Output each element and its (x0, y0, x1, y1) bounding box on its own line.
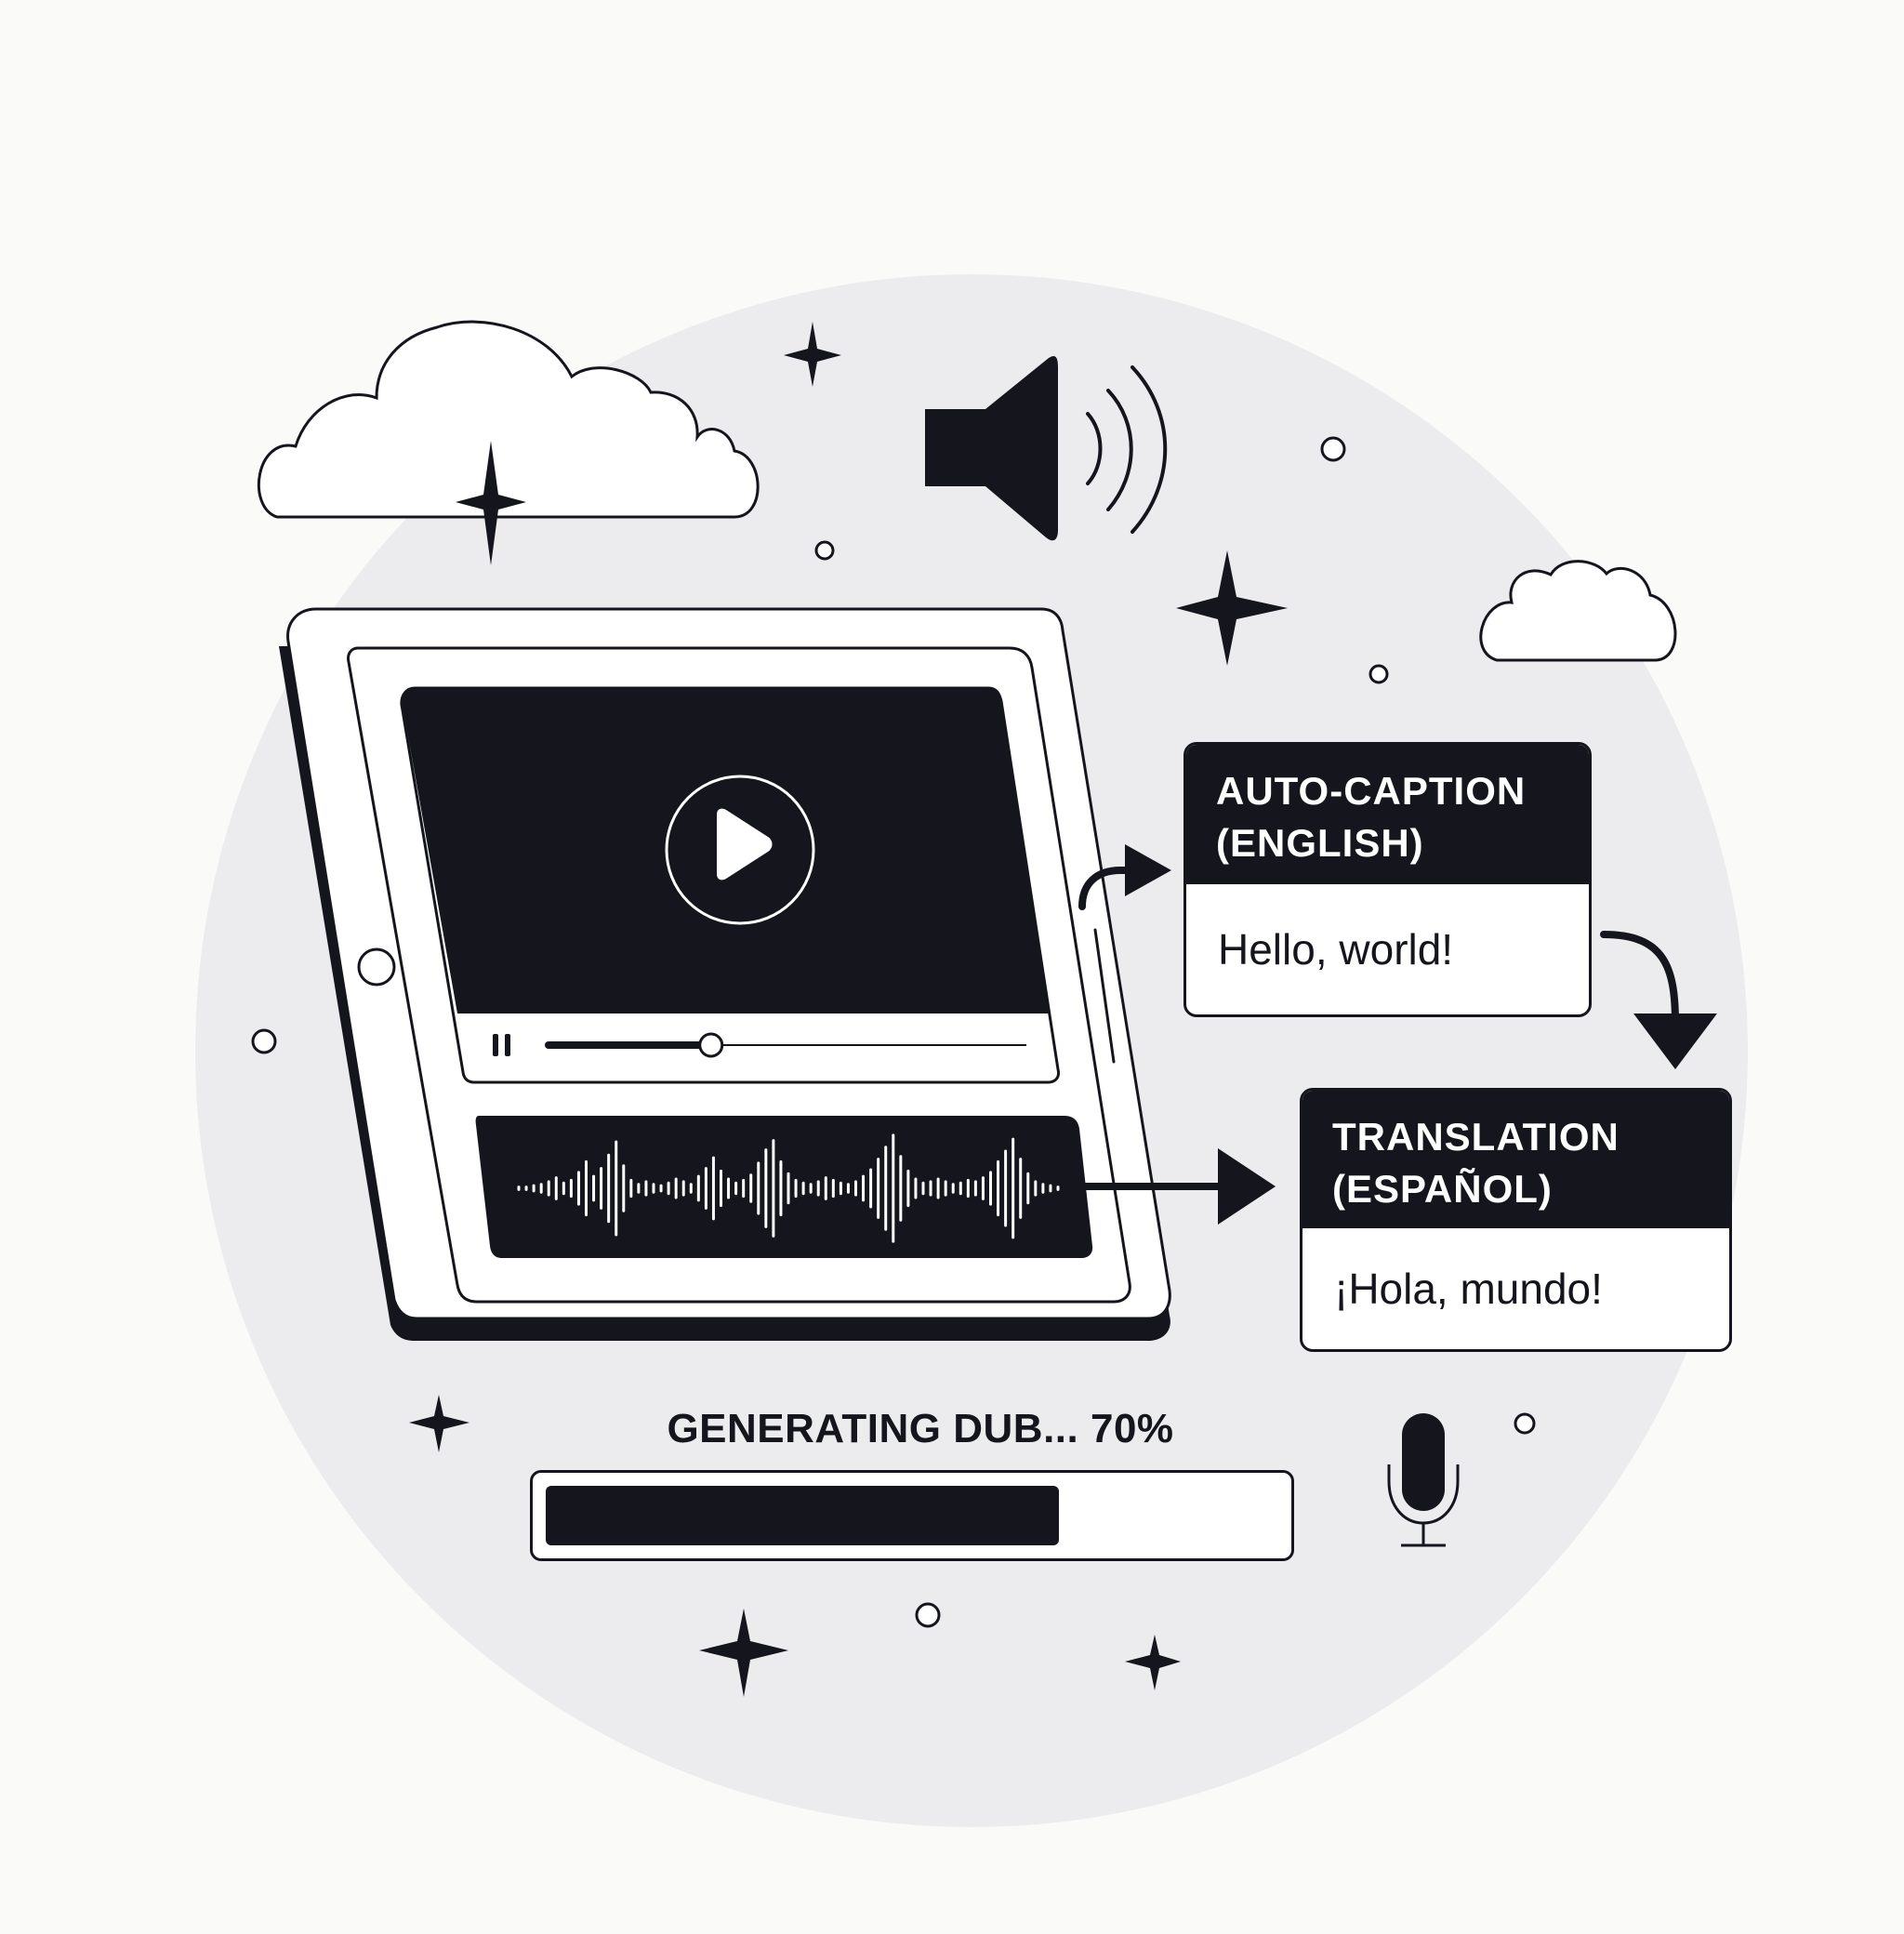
audio-waveform-panel (475, 1116, 1093, 1258)
sparkle-icon (409, 1395, 469, 1452)
cloud-icon (257, 320, 760, 519)
home-button (357, 947, 396, 987)
sparkle-icon (1176, 550, 1288, 666)
sparkle-icon (784, 322, 841, 387)
waveform-icon (517, 1133, 1060, 1243)
sparkle-icon (456, 441, 526, 565)
caption-card-spanish: TRANSLATION (ESPAÑOL) ¡Hola, mundo! (1300, 1088, 1732, 1352)
video-player[interactable] (400, 686, 1060, 1084)
sparkle-icon (699, 1609, 788, 1697)
microphone-icon (1387, 1413, 1460, 1547)
decorative-dots (251, 436, 1536, 1628)
caption-text-spanish: ¡Hola, mundo! (1334, 1265, 1603, 1313)
cloud-icon (1479, 560, 1677, 662)
sparkle-icon (1125, 1635, 1181, 1690)
dub-progress-bar (530, 1470, 1294, 1561)
arrow-icon (1078, 867, 1143, 910)
arrow-icon (1600, 931, 1679, 1027)
pause-icon[interactable] (493, 1034, 498, 1056)
speaker-icon (925, 356, 1168, 541)
caption-card-english: AUTO-CAPTION (ENGLISH) Hello, world! (1183, 742, 1592, 1017)
dub-progress-fill (546, 1486, 1059, 1545)
play-icon (717, 808, 773, 881)
seek-handle[interactable] (698, 1032, 724, 1058)
caption-title-english: AUTO-CAPTION (ENGLISH) (1186, 745, 1589, 884)
caption-title-spanish: TRANSLATION (ESPAÑOL) (1302, 1091, 1729, 1228)
dub-status-label: GENERATING DUB... 70% (667, 1406, 1174, 1451)
caption-text-english: Hello, world! (1218, 925, 1454, 974)
